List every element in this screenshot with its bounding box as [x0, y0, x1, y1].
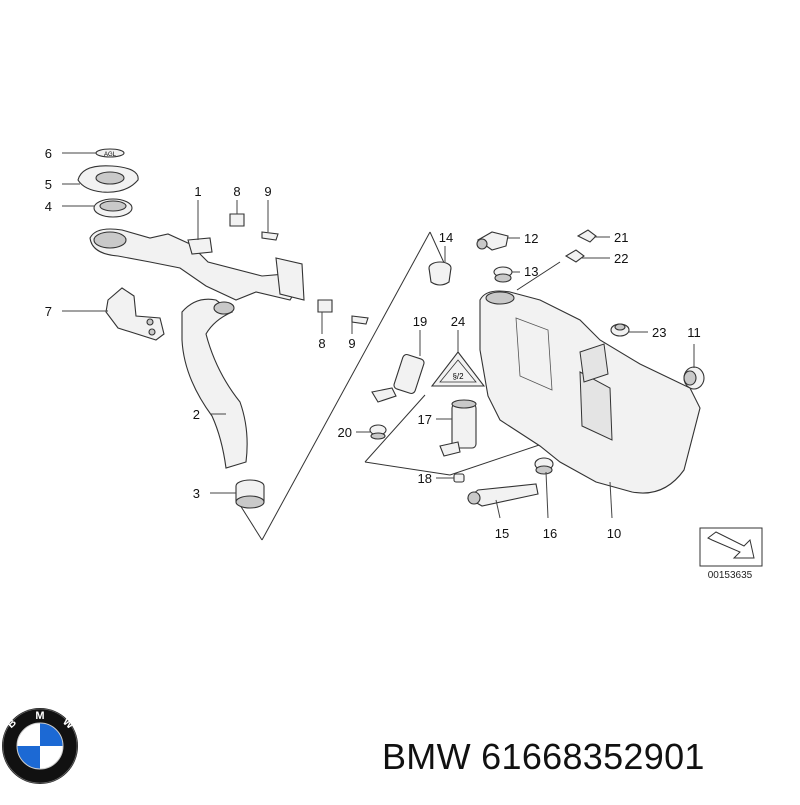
warning-label-marking: §/2	[452, 372, 464, 381]
clips-21-22	[564, 229, 597, 263]
plug-18	[453, 473, 465, 483]
cap-gasket: AGL	[95, 148, 125, 158]
callout-16: 16	[543, 526, 557, 541]
grommet-11	[683, 366, 705, 390]
callout-15: 15	[495, 526, 509, 541]
screws-upper	[229, 213, 279, 241]
callout-9-top: 9	[264, 184, 271, 199]
callout-7: 7	[45, 304, 52, 319]
grommet-16	[534, 457, 554, 475]
callout-22: 22	[614, 251, 628, 266]
reference-box: 00153635	[699, 527, 763, 581]
direction-arrow-icon	[707, 531, 755, 559]
cap-marking: AGL	[104, 152, 117, 158]
filler-cap	[77, 165, 139, 193]
screws-lower	[317, 299, 369, 325]
warning-label: §/2	[430, 351, 486, 387]
callout-17: 17	[418, 412, 432, 427]
washer-reservoir	[479, 290, 701, 494]
callout-12: 12	[524, 231, 538, 246]
callout-20: 20	[338, 425, 352, 440]
callout-2: 2	[193, 407, 200, 422]
grommet-14	[428, 261, 452, 286]
callout-8-top: 8	[233, 184, 240, 199]
callout-13: 13	[524, 264, 538, 279]
bmw-logo: B M W	[2, 708, 78, 784]
callout-labels: 6 5 4 7 2 3 1 8 9 8 9 14 12 13 21 22 19 …	[45, 146, 701, 541]
bmw-logo-letter-m: M	[35, 710, 44, 722]
callout-6: 6	[45, 146, 52, 161]
callout-21: 21	[614, 230, 628, 245]
grommet-13	[493, 266, 513, 283]
filler-hose	[181, 298, 248, 469]
filler-ring	[93, 198, 133, 218]
frame-lines	[239, 231, 561, 541]
washer-pump-upper	[371, 353, 425, 403]
callout-8-bottom: 8	[318, 336, 325, 351]
callout-11: 11	[687, 325, 701, 340]
leader-lines	[62, 152, 695, 519]
washer-pump-lower	[439, 399, 477, 457]
callout-10: 10	[607, 526, 621, 541]
callout-18: 18	[418, 471, 432, 486]
callout-3: 3	[193, 486, 200, 501]
callout-14: 14	[439, 230, 453, 245]
callout-1: 1	[194, 184, 201, 199]
grommet-small	[369, 424, 387, 440]
filler-neck	[89, 228, 305, 301]
part-number-caption: BMW 61668352901	[382, 736, 705, 777]
callout-5: 5	[45, 177, 52, 192]
hose-grommet	[235, 479, 265, 509]
callout-9-bottom: 9	[348, 336, 355, 351]
bracket-clip	[105, 287, 165, 341]
callout-19: 19	[413, 314, 427, 329]
reference-code: 00153635	[708, 570, 753, 581]
level-sensor	[467, 483, 539, 507]
connector-12	[476, 231, 509, 251]
callout-24: 24	[451, 314, 465, 329]
nut-23	[610, 323, 630, 337]
callout-4: 4	[45, 199, 52, 214]
callout-23: 23	[652, 325, 666, 340]
